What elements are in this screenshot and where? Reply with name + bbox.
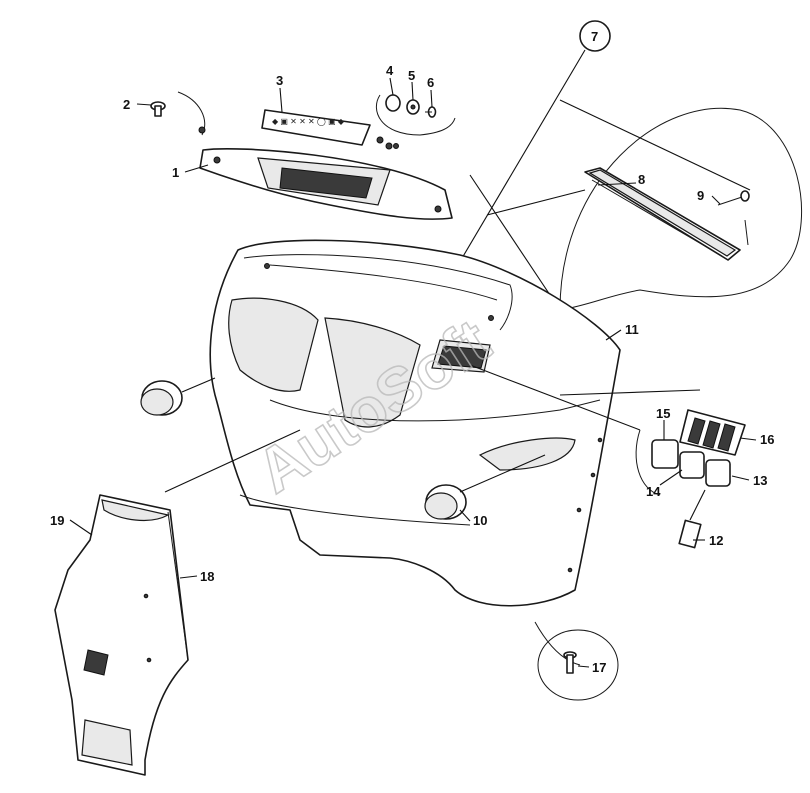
svg-text:◆ ▣ ✕ ✕ ✕ ◯ ▣ ◆: ◆ ▣ ✕ ✕ ✕ ◯ ▣ ◆ — [272, 117, 345, 126]
callout-5: 5 — [408, 68, 415, 83]
callout-8: 8 — [638, 172, 645, 187]
callout-7-circle — [579, 20, 611, 52]
screw-2 — [150, 91, 206, 136]
callout-13: 13 — [753, 473, 767, 488]
callout-17: 17 — [592, 660, 606, 675]
callout-2: 2 — [123, 97, 130, 112]
callout-11: 11 — [625, 322, 639, 337]
callout-19: 19 — [50, 513, 64, 528]
switch-cluster — [635, 409, 746, 549]
center-console — [54, 429, 301, 776]
hardware-4-5-6 — [375, 94, 456, 136]
callout-leaders — [69, 77, 757, 668]
callout-1: 1 — [172, 165, 179, 180]
dash-trim-panel — [199, 148, 453, 220]
screw-17-detail — [534, 621, 619, 701]
callout-14: 14 — [646, 484, 661, 499]
round-vent-10 — [424, 454, 546, 520]
callout-4: 4 — [386, 63, 394, 78]
callout-12: 12 — [709, 533, 723, 548]
callout-6: 6 — [427, 75, 434, 90]
callout-16: 16 — [760, 432, 774, 447]
callout-18: 18 — [200, 569, 214, 584]
callout-10: 10 — [473, 513, 487, 528]
callout-3: 3 — [276, 73, 283, 88]
detail-view-7 — [454, 49, 802, 311]
round-vent-left — [140, 377, 216, 416]
switch-plate: ◆ ▣ ✕ ✕ ✕ ◯ ▣ ◆ — [261, 109, 399, 150]
callout-15: 15 — [656, 406, 670, 421]
callout-7: 7 — [591, 29, 598, 44]
dashboard-shell — [209, 239, 701, 607]
callout-9: 9 — [697, 188, 704, 203]
